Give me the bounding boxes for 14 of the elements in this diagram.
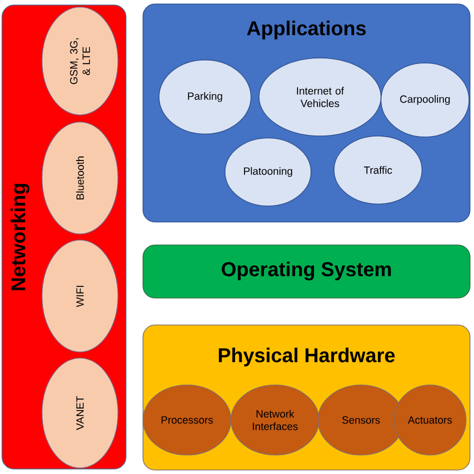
ellipse-node: Platooning	[224, 138, 312, 206]
ellipse-node: Carpooling	[380, 62, 470, 138]
ellipse-node: WIFI	[42, 240, 118, 352]
ellipse-node: Actuators	[394, 384, 466, 456]
ellipse-node: VANET	[42, 358, 118, 468]
ellipse-node: Sensors	[318, 384, 404, 456]
ellipse-node: Internet of Vehicles	[258, 58, 382, 136]
ellipse-node: Parking	[158, 60, 252, 134]
operating-system-bar: Operating System	[142, 244, 470, 298]
ellipse-node: Bluetooth	[42, 122, 118, 234]
ellipse-node: Network Interfaces	[230, 384, 320, 456]
ellipse-node: Processors	[142, 384, 232, 456]
ellipse-node: GSM, 3G, & LTE	[42, 6, 118, 116]
ellipse-node: Traffic	[334, 136, 422, 204]
